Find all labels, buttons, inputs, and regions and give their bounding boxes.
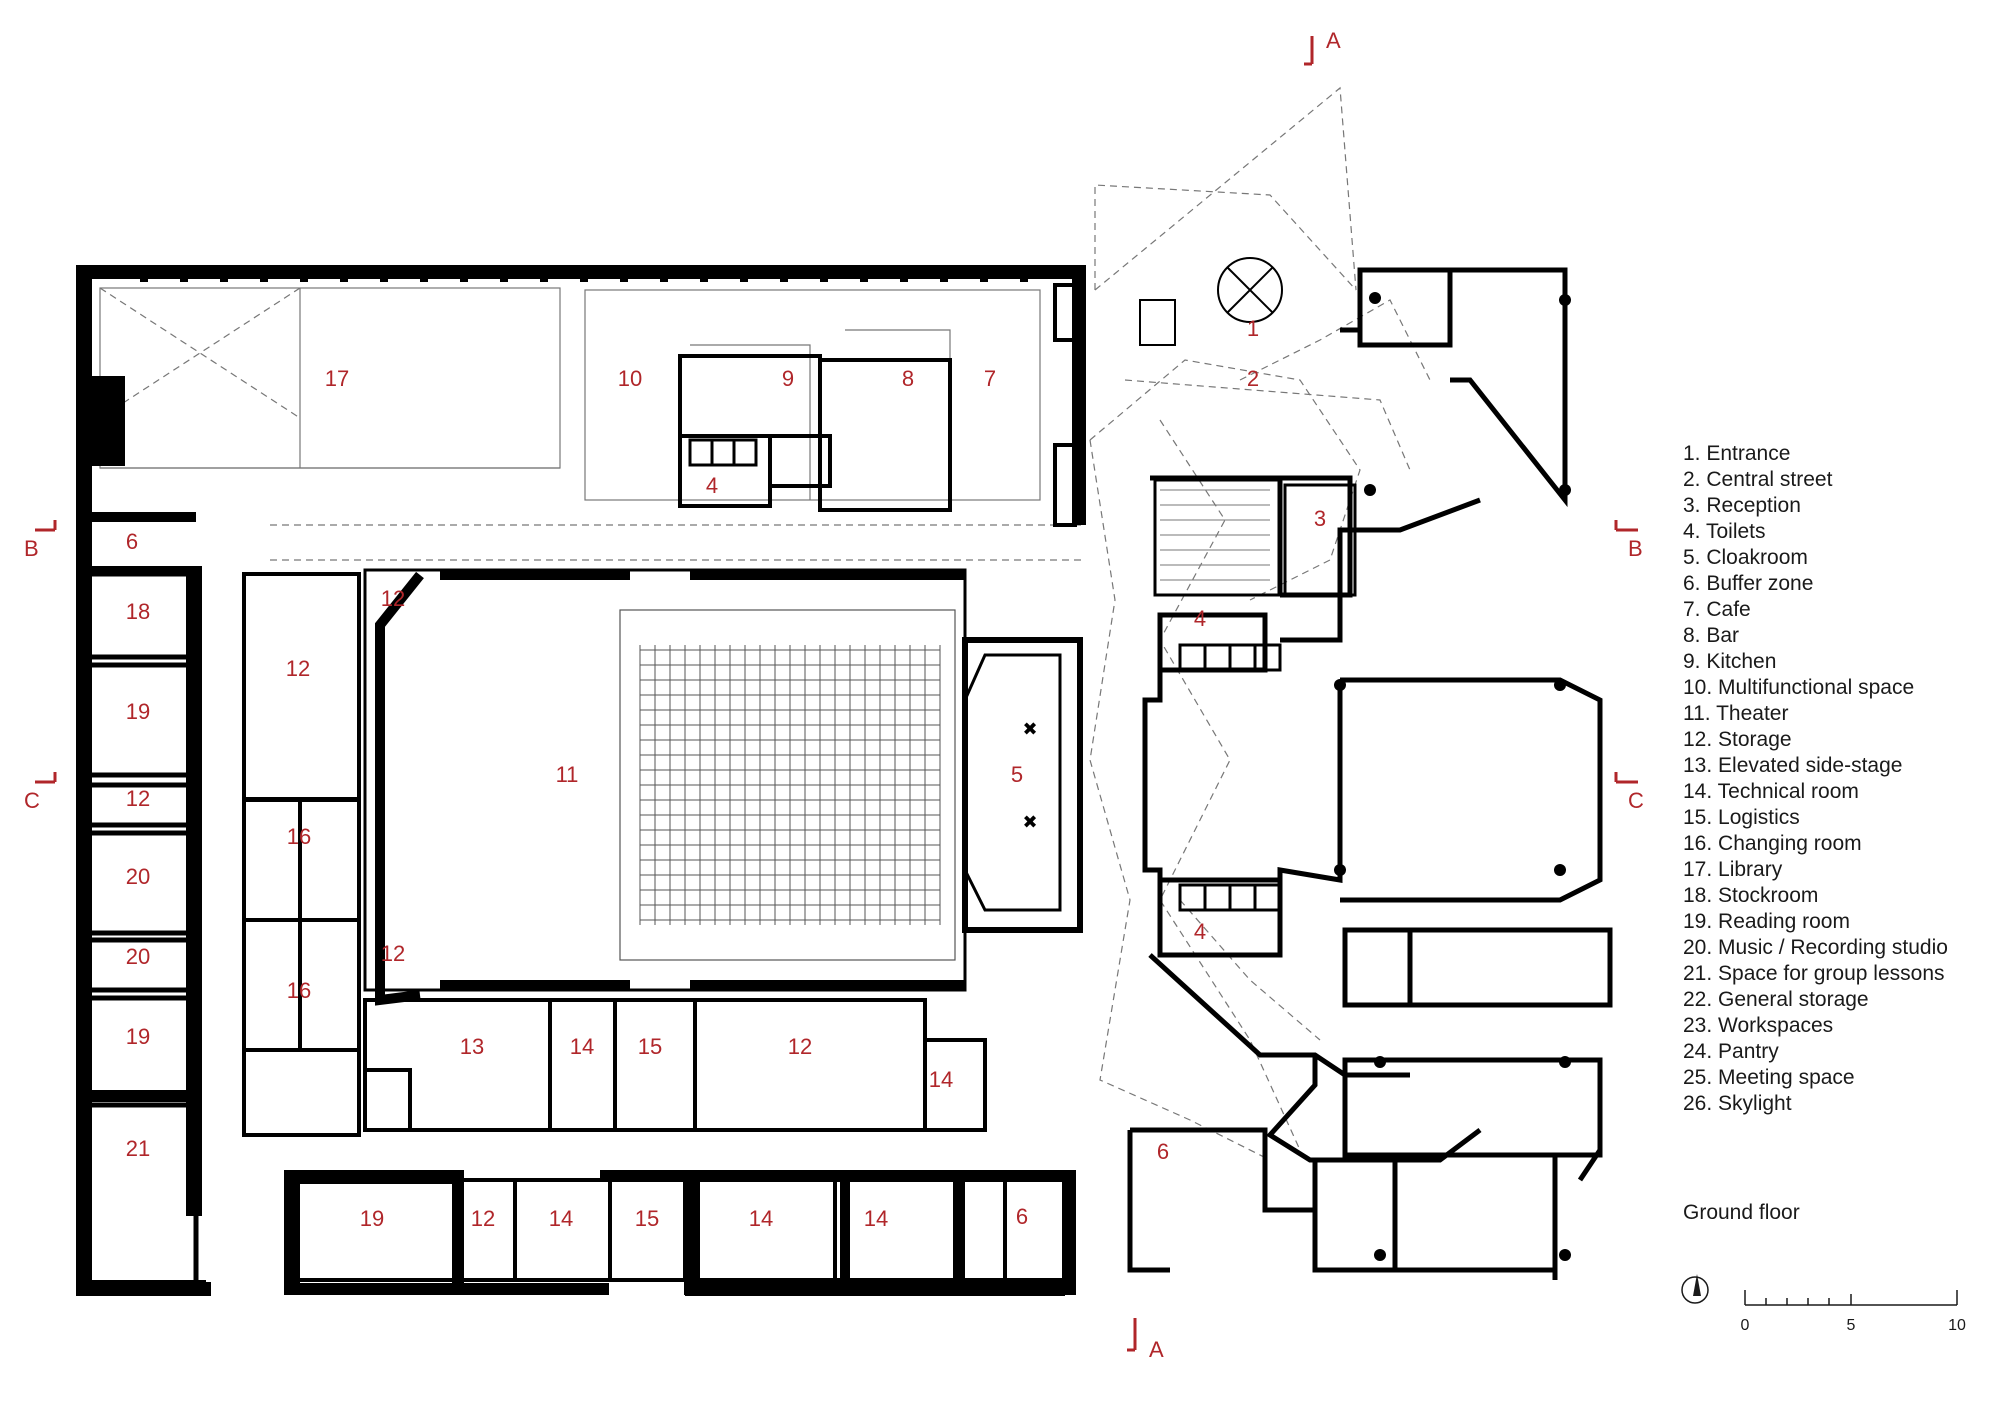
legend-item: 17. Library [1683,858,1783,881]
section-a-bottom-label: A [1149,1337,1164,1362]
library-layout [99,287,1041,501]
legend-item: 6. Buffer zone [1683,572,1813,595]
label-toilets-kitchen: 4 [706,473,718,498]
label-buffer-bottom: 6 [1016,1204,1028,1229]
changing-room-block [242,572,412,1137]
legend-item: 4. Toilets [1683,520,1766,543]
legend-item: 16. Changing room [1683,832,1862,855]
label-entrance: 1 [1247,316,1259,341]
label-side-stage: 13 [460,1034,484,1059]
scale-label-10: 10 [1948,1317,1966,1334]
label-reception: 3 [1314,506,1326,531]
legend-item: 20. Music / Recording studio [1683,936,1948,959]
section-b-right-label: B [1628,536,1643,561]
legend-item: 23. Workspaces [1683,1014,1833,1037]
left-wing-heavy-walls [80,376,125,1284]
label-cafe: 7 [984,366,996,391]
label-storage-theater-top: 12 [381,586,405,611]
facade-mullions [140,272,1028,282]
label-logistics-1: 15 [638,1034,662,1059]
label-buffer-right: 6 [1157,1139,1169,1164]
label-technical-5: 14 [864,1206,888,1231]
section-a-top-label: A [1326,28,1341,53]
svg-text:✖: ✖ [1022,812,1037,832]
label-storage-block: 12 [286,656,310,681]
legend-item: 1. Entrance [1683,442,1790,465]
label-changing-1: 16 [287,824,311,849]
theater-seating [639,645,941,925]
floor-title: Ground floor [1683,1201,1800,1224]
legend-item: 22. General storage [1683,988,1869,1011]
label-bar: 8 [902,366,914,391]
section-markers: A A B B C C [24,28,1644,1362]
north-arrow-icon [1681,1274,1709,1304]
label-buffer-left: 6 [126,529,138,554]
label-toilets-upper: 4 [1194,606,1206,631]
label-theater: 11 [556,762,579,787]
label-storage-left: 12 [126,786,150,811]
label-storage-theater-bottom: 12 [381,941,405,966]
scale-bar: 0 5 10 [1741,1290,1966,1334]
label-reading-2: 19 [126,1024,150,1049]
label-reading-1: 19 [126,699,150,724]
revolving-door [1139,257,1283,346]
legend-item: 5. Cloakroom [1683,546,1808,569]
label-logistics-2: 15 [635,1206,659,1231]
legend-item: 10. Multifunctional space [1683,676,1914,699]
label-storage-backstage: 12 [788,1034,812,1059]
kitchen-bar-zone [678,283,1077,527]
label-cloakroom: 5 [1011,762,1023,787]
scale-label-0: 0 [1741,1317,1750,1334]
section-c-left-label: C [24,788,40,813]
label-toilets-lower: 4 [1194,919,1206,944]
label-stockroom: 18 [126,599,150,624]
legend-item: 12. Storage [1683,728,1792,751]
legend-item: 15. Logistics [1683,806,1800,829]
section-c-right-label: C [1628,788,1644,813]
legend-item: 13. Elevated side-stage [1683,754,1902,777]
label-central-street: 2 [1247,366,1259,391]
columns [1334,292,1571,1261]
legend-item: 7. Cafe [1683,598,1751,621]
legend-item: 25. Meeting space [1683,1066,1855,1089]
label-technical-2: 14 [929,1067,953,1092]
outer-walls [76,265,1086,1296]
label-technical-3: 14 [549,1206,573,1231]
backstage-rooms [288,998,1067,1282]
legend-item: 21. Space for group lessons [1683,962,1945,985]
legend-item: 11. Theater [1683,702,1788,725]
left-wing-rooms [83,571,199,1288]
legend-item: 9. Kitchen [1683,650,1776,673]
legend-item: 19. Reading room [1683,910,1850,933]
label-technical-4: 14 [749,1206,773,1231]
label-music-2: 20 [126,944,150,969]
label-reading-3: 19 [360,1206,384,1231]
label-storage-bottom: 12 [471,1206,495,1231]
scale-label-5: 5 [1847,1317,1856,1334]
legend-item: 24. Pantry [1683,1040,1779,1063]
label-music-1: 20 [126,864,150,889]
legend-item: 2. Central street [1683,468,1833,491]
right-wing [1127,267,1613,1280]
label-kitchen: 9 [782,366,794,391]
legend: 1. Entrance 2. Central street 3. Recepti… [1683,442,1948,1224]
toilet-stalls [688,438,1282,912]
label-group-lessons: 21 [126,1136,150,1161]
svg-text:✖: ✖ [1022,719,1037,739]
legend-item: 26. Skylight [1683,1092,1792,1115]
room-labels: 17 10 9 8 7 1 2 3 4 4 4 6 6 6 18 19 19 1… [126,316,1326,1231]
legend-item: 18. Stockroom [1683,884,1818,907]
section-b-left-label: B [24,536,39,561]
canopy-outline [270,86,1431,1161]
legend-item: 14. Technical room [1683,780,1859,803]
legend-item: 8. Bar [1683,624,1739,647]
legend-item: 3. Reception [1683,494,1801,517]
theater-shell: ✖ ✖ [363,568,1083,1006]
stair-reception [1153,478,1357,597]
label-multifunctional: 10 [618,366,642,391]
label-library: 17 [325,366,349,391]
label-technical-1: 14 [570,1034,594,1059]
label-changing-2: 16 [287,978,311,1003]
